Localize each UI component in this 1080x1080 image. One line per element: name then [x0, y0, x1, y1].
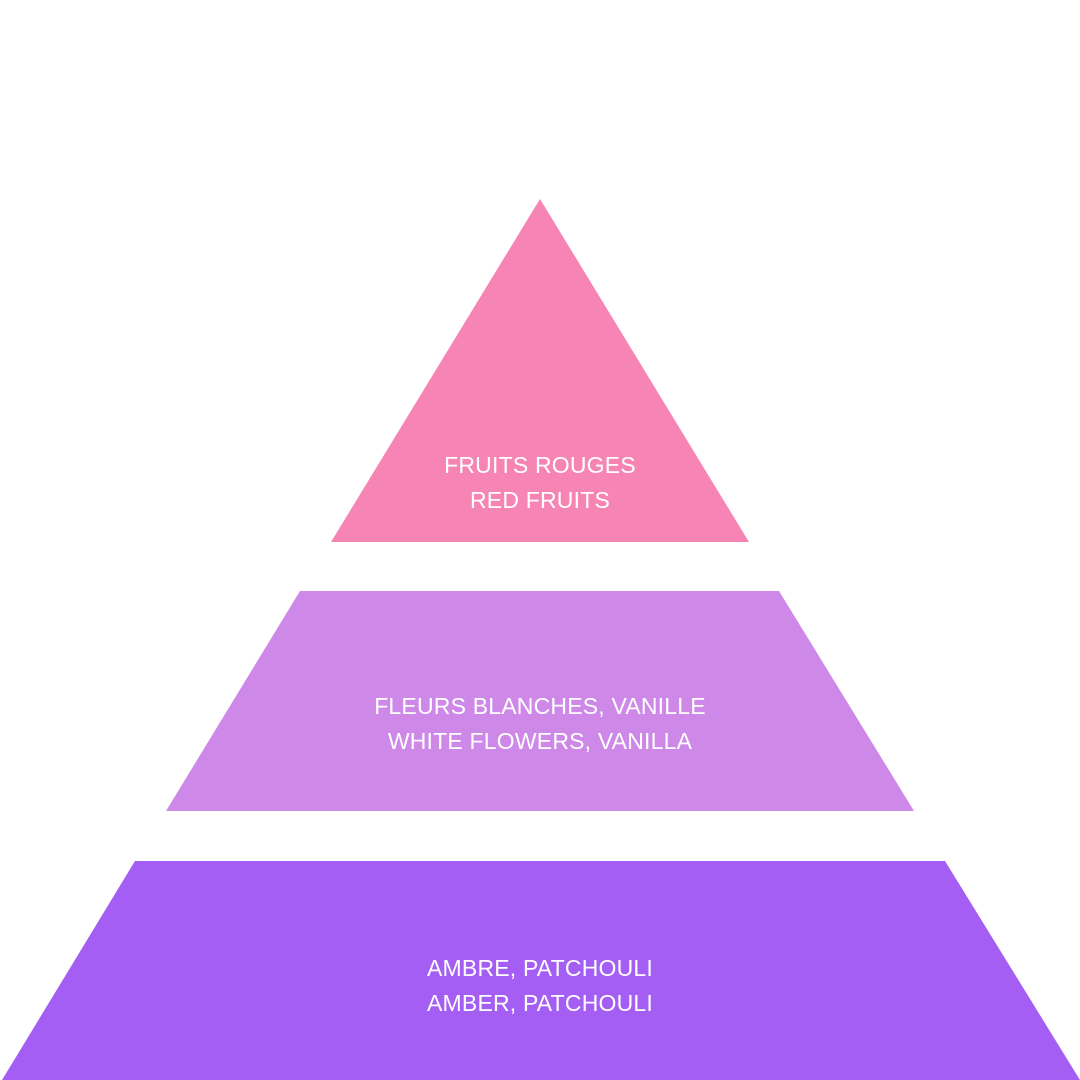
top-notes-triangle	[331, 199, 749, 542]
heart-notes-trapezoid	[166, 591, 914, 811]
heart-notes-label: FLEURS BLANCHES, VANILLE WHITE FLOWERS, …	[0, 689, 1080, 759]
base-notes-trapezoid	[2, 861, 1080, 1080]
base-notes-french: AMBRE, PATCHOULI	[427, 955, 653, 981]
top-notes-english: RED FRUITS	[470, 487, 610, 513]
heart-notes-french: FLEURS BLANCHES, VANILLE	[374, 693, 706, 719]
base-notes-english: AMBER, PATCHOULI	[427, 990, 653, 1016]
top-notes-label: FRUITS ROUGES RED FRUITS	[0, 448, 1080, 518]
top-notes-french: FRUITS ROUGES	[444, 452, 636, 478]
heart-notes-english: WHITE FLOWERS, VANILLA	[387, 728, 693, 754]
base-notes-label: AMBRE, PATCHOULI AMBER, PATCHOULI	[0, 951, 1080, 1021]
